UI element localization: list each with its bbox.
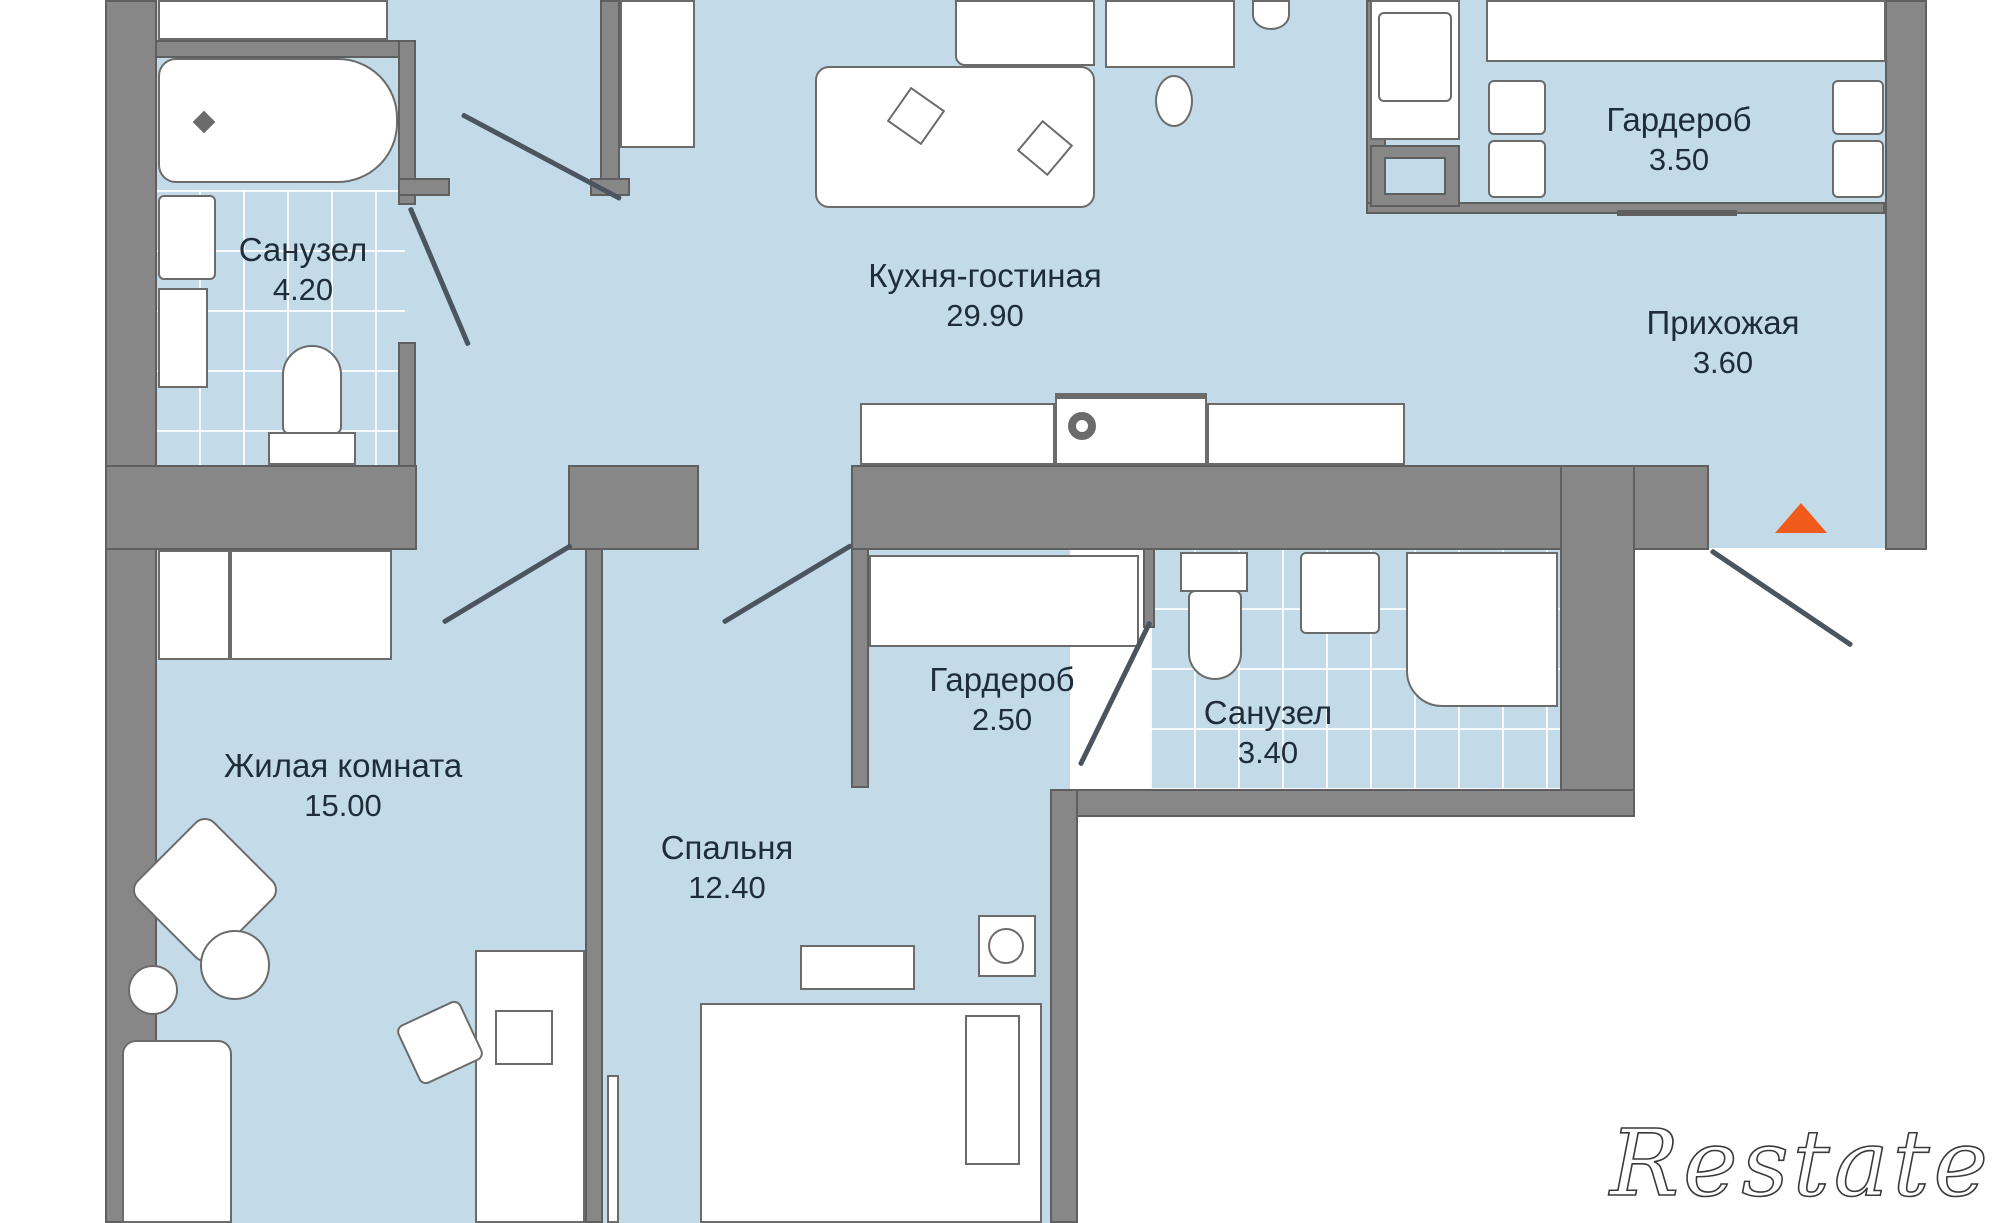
cooktop-burner-icon bbox=[1068, 412, 1096, 440]
wardrobe-1-shelf-left-b bbox=[1488, 140, 1546, 198]
room-label-bathroom-1: Санузел 4.20 bbox=[239, 230, 368, 310]
room-name: Прихожая bbox=[1646, 304, 1800, 341]
coffee-table-2 bbox=[128, 965, 178, 1015]
kitchen-counter-right bbox=[1207, 403, 1405, 465]
watermark-logo: Restate bbox=[1609, 1109, 1992, 1218]
bedroom-door-panel bbox=[607, 1075, 619, 1223]
room-name: Санузел bbox=[1203, 694, 1333, 731]
toilet-1-tank bbox=[268, 432, 356, 465]
closet-tall bbox=[620, 0, 695, 148]
living-closet-shelf bbox=[158, 550, 230, 660]
exterior-wall-bedroom-right bbox=[1050, 789, 1078, 1223]
room-area: 29.90 bbox=[946, 298, 1024, 333]
laptop bbox=[495, 1010, 553, 1065]
room-label-wardrobe-2: Гардероб 2.50 bbox=[929, 660, 1074, 740]
closet-top-left bbox=[158, 0, 388, 40]
toilet-1 bbox=[282, 345, 342, 435]
closet-wall-top bbox=[600, 0, 620, 195]
pillar bbox=[568, 465, 699, 550]
partition-living-bedroom bbox=[585, 548, 603, 1223]
room-area: 2.50 bbox=[971, 702, 1033, 737]
exterior-wall-left bbox=[105, 0, 157, 1223]
room-name: Жилая комната bbox=[223, 747, 463, 784]
room-label-wardrobe-1: Гардероб 3.50 bbox=[1606, 100, 1751, 180]
toilet-2-tank bbox=[1180, 552, 1248, 592]
room-area: 3.50 bbox=[1648, 142, 1710, 177]
fan-icon bbox=[988, 928, 1024, 964]
room-name: Гардероб bbox=[1606, 101, 1752, 138]
room-area: 3.60 bbox=[1692, 345, 1754, 380]
room-label-hallway: Прихожая 3.60 bbox=[1647, 303, 1800, 383]
wardrobe-1-shelf-right-b bbox=[1832, 140, 1884, 198]
room-label-living-room: Жилая комната 15.00 bbox=[224, 746, 462, 826]
wardrobe-2-left-wall bbox=[851, 548, 869, 788]
room-area: 3.40 bbox=[1237, 735, 1299, 770]
entrance-triangle-icon bbox=[1775, 503, 1827, 533]
bathroom-1-top-wall bbox=[155, 40, 415, 58]
bathroom-1-right-wall-upper bbox=[398, 40, 416, 205]
room-name: Спальня bbox=[660, 829, 794, 866]
dining-chair-1 bbox=[1155, 75, 1193, 127]
kitchen-counter-left bbox=[860, 403, 1055, 465]
kitchen-sink bbox=[1378, 12, 1452, 102]
bathroom-1-sink bbox=[158, 195, 216, 280]
boiler-inner bbox=[1384, 157, 1446, 195]
exterior-wall-right bbox=[1885, 0, 1927, 550]
bathroom-1-door-stub bbox=[398, 178, 450, 196]
bathroom-1-right-wall-lower bbox=[398, 342, 416, 467]
dining-chair-2 bbox=[1252, 0, 1290, 30]
room-label-bathroom-2: Санузел 3.40 bbox=[1204, 693, 1333, 773]
bathroom-2-sink bbox=[1300, 552, 1380, 634]
living-closet-rail bbox=[230, 550, 392, 660]
toilet-2 bbox=[1188, 590, 1242, 680]
corner-sofa-back bbox=[955, 0, 1095, 66]
wardrobe-2-right-wall bbox=[1143, 548, 1155, 628]
shower-cabin bbox=[1406, 552, 1558, 707]
washing-machine bbox=[158, 288, 208, 388]
coffee-table-1 bbox=[200, 930, 270, 1000]
room-area: 15.00 bbox=[304, 788, 382, 823]
interior-wall-bathroom-1-bottom bbox=[105, 465, 417, 550]
room-name: Гардероб bbox=[929, 661, 1075, 698]
door-entrance[interactable] bbox=[1709, 548, 1854, 648]
living-sofa bbox=[122, 1040, 232, 1223]
desk bbox=[475, 950, 585, 1223]
wardrobe-2-rail bbox=[869, 555, 1139, 647]
room-name: Санузел bbox=[238, 231, 368, 268]
wardrobe-1-shelf-left-a bbox=[1488, 80, 1546, 135]
bed-pillow bbox=[965, 1015, 1020, 1165]
dining-table bbox=[1105, 0, 1235, 68]
wardrobe-1-hanging-rail bbox=[1486, 0, 1886, 62]
room-label-bedroom: Спальня 12.40 bbox=[661, 828, 794, 908]
bathroom-2-bottom-wall bbox=[1050, 789, 1635, 817]
nightstand-1 bbox=[800, 945, 915, 990]
room-area: 4.20 bbox=[272, 272, 334, 307]
room-name: Кухня-гостиная bbox=[868, 257, 1102, 294]
wardrobe-1-shelf-right-a bbox=[1832, 80, 1884, 135]
room-area: 12.40 bbox=[688, 870, 766, 905]
room-label-kitchen-living: Кухня-гостиная 29.90 bbox=[868, 256, 1101, 336]
bathroom-2-right-wall bbox=[1560, 465, 1635, 815]
wardrobe-1-sliding-door[interactable] bbox=[1617, 210, 1737, 216]
